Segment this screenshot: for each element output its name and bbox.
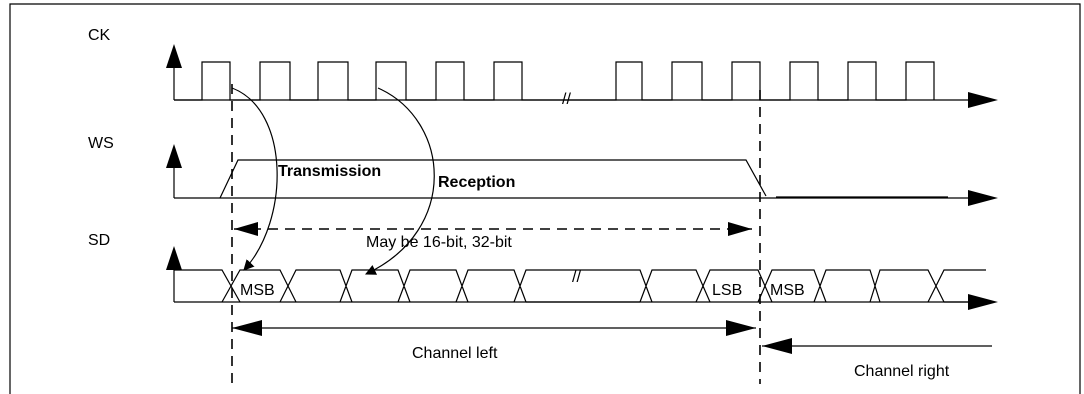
ws-waveform — [219, 159, 948, 199]
ws-label: WS — [88, 135, 114, 152]
ws-axes — [166, 144, 998, 206]
transmission-label: Transmission — [278, 163, 381, 180]
sd-label: SD — [88, 232, 110, 249]
ck-break-mark: // — [562, 91, 571, 108]
reception-label: Reception — [438, 174, 515, 191]
diagram-frame — [9, 3, 1081, 394]
ck-to-msb-curve-arrow — [231, 87, 278, 271]
channel-right-label: Channel right — [854, 363, 950, 380]
msb-right-label: MSB — [770, 282, 805, 299]
word-length-label: May be 16-bit, 32-bit — [366, 234, 512, 251]
sd-axes — [166, 246, 998, 310]
ck-axes — [166, 44, 998, 108]
ck-clock-waveform — [174, 61, 935, 101]
lsb-label: LSB — [712, 282, 742, 299]
sd-break-mark: // — [572, 269, 581, 286]
ck-label: CK — [88, 27, 111, 44]
msb-left-label: MSB — [240, 282, 275, 299]
channel-left-label: Channel left — [412, 345, 498, 362]
ck-to-data-curve-arrow — [365, 87, 435, 275]
